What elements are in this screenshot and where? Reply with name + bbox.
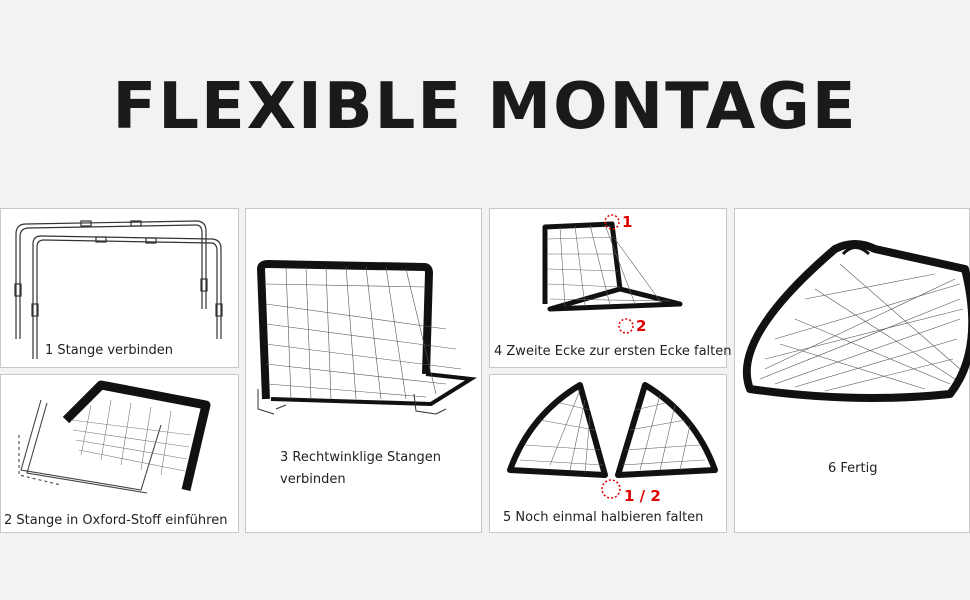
step-4-caption: 4 Zweite Ecke zur ersten Ecke falten	[494, 344, 732, 359]
fabric-sleeve-illustration	[18, 380, 211, 494]
page-title: FLEXIBLE MONTAGE	[112, 70, 858, 144]
step-5-panel: 1 / 2 5 Noch einmal halbieren falten	[489, 374, 727, 533]
fold-corner-illustration	[542, 214, 683, 334]
step-1-panel: 1 Stange verbinden	[0, 208, 239, 368]
folded-goal-illustration	[742, 240, 970, 402]
assembled-goal-illustration	[257, 260, 477, 415]
step-5-caption: 5 Noch einmal halbieren falten	[503, 510, 704, 525]
poles-illustration	[14, 220, 223, 359]
half-fold-illustration	[507, 382, 718, 499]
step-4-marker-2: 2	[636, 317, 647, 335]
step-2-panel: 2 Stange in Oxford-Stoff einführen	[0, 374, 239, 533]
step-3-panel: 3 Rechtwinklige Stangen verbinden	[245, 208, 482, 533]
step-6-caption: 6 Fertig	[828, 461, 878, 476]
step-5-marker: 1 / 2	[624, 487, 661, 505]
step-1-caption: 1 Stange verbinden	[45, 343, 173, 358]
step-2-caption: 2 Stange in Oxford-Stoff einführen	[4, 513, 228, 528]
step-4-panel: 1 2 4 Zweite Ecke zur ersten Ecke falten	[489, 208, 732, 368]
step-6-panel: 6 Fertig	[734, 208, 970, 533]
step-3-caption: 3 Rechtwinklige Stangen verbinden	[280, 450, 441, 487]
step-4-marker-1: 1	[622, 213, 633, 231]
